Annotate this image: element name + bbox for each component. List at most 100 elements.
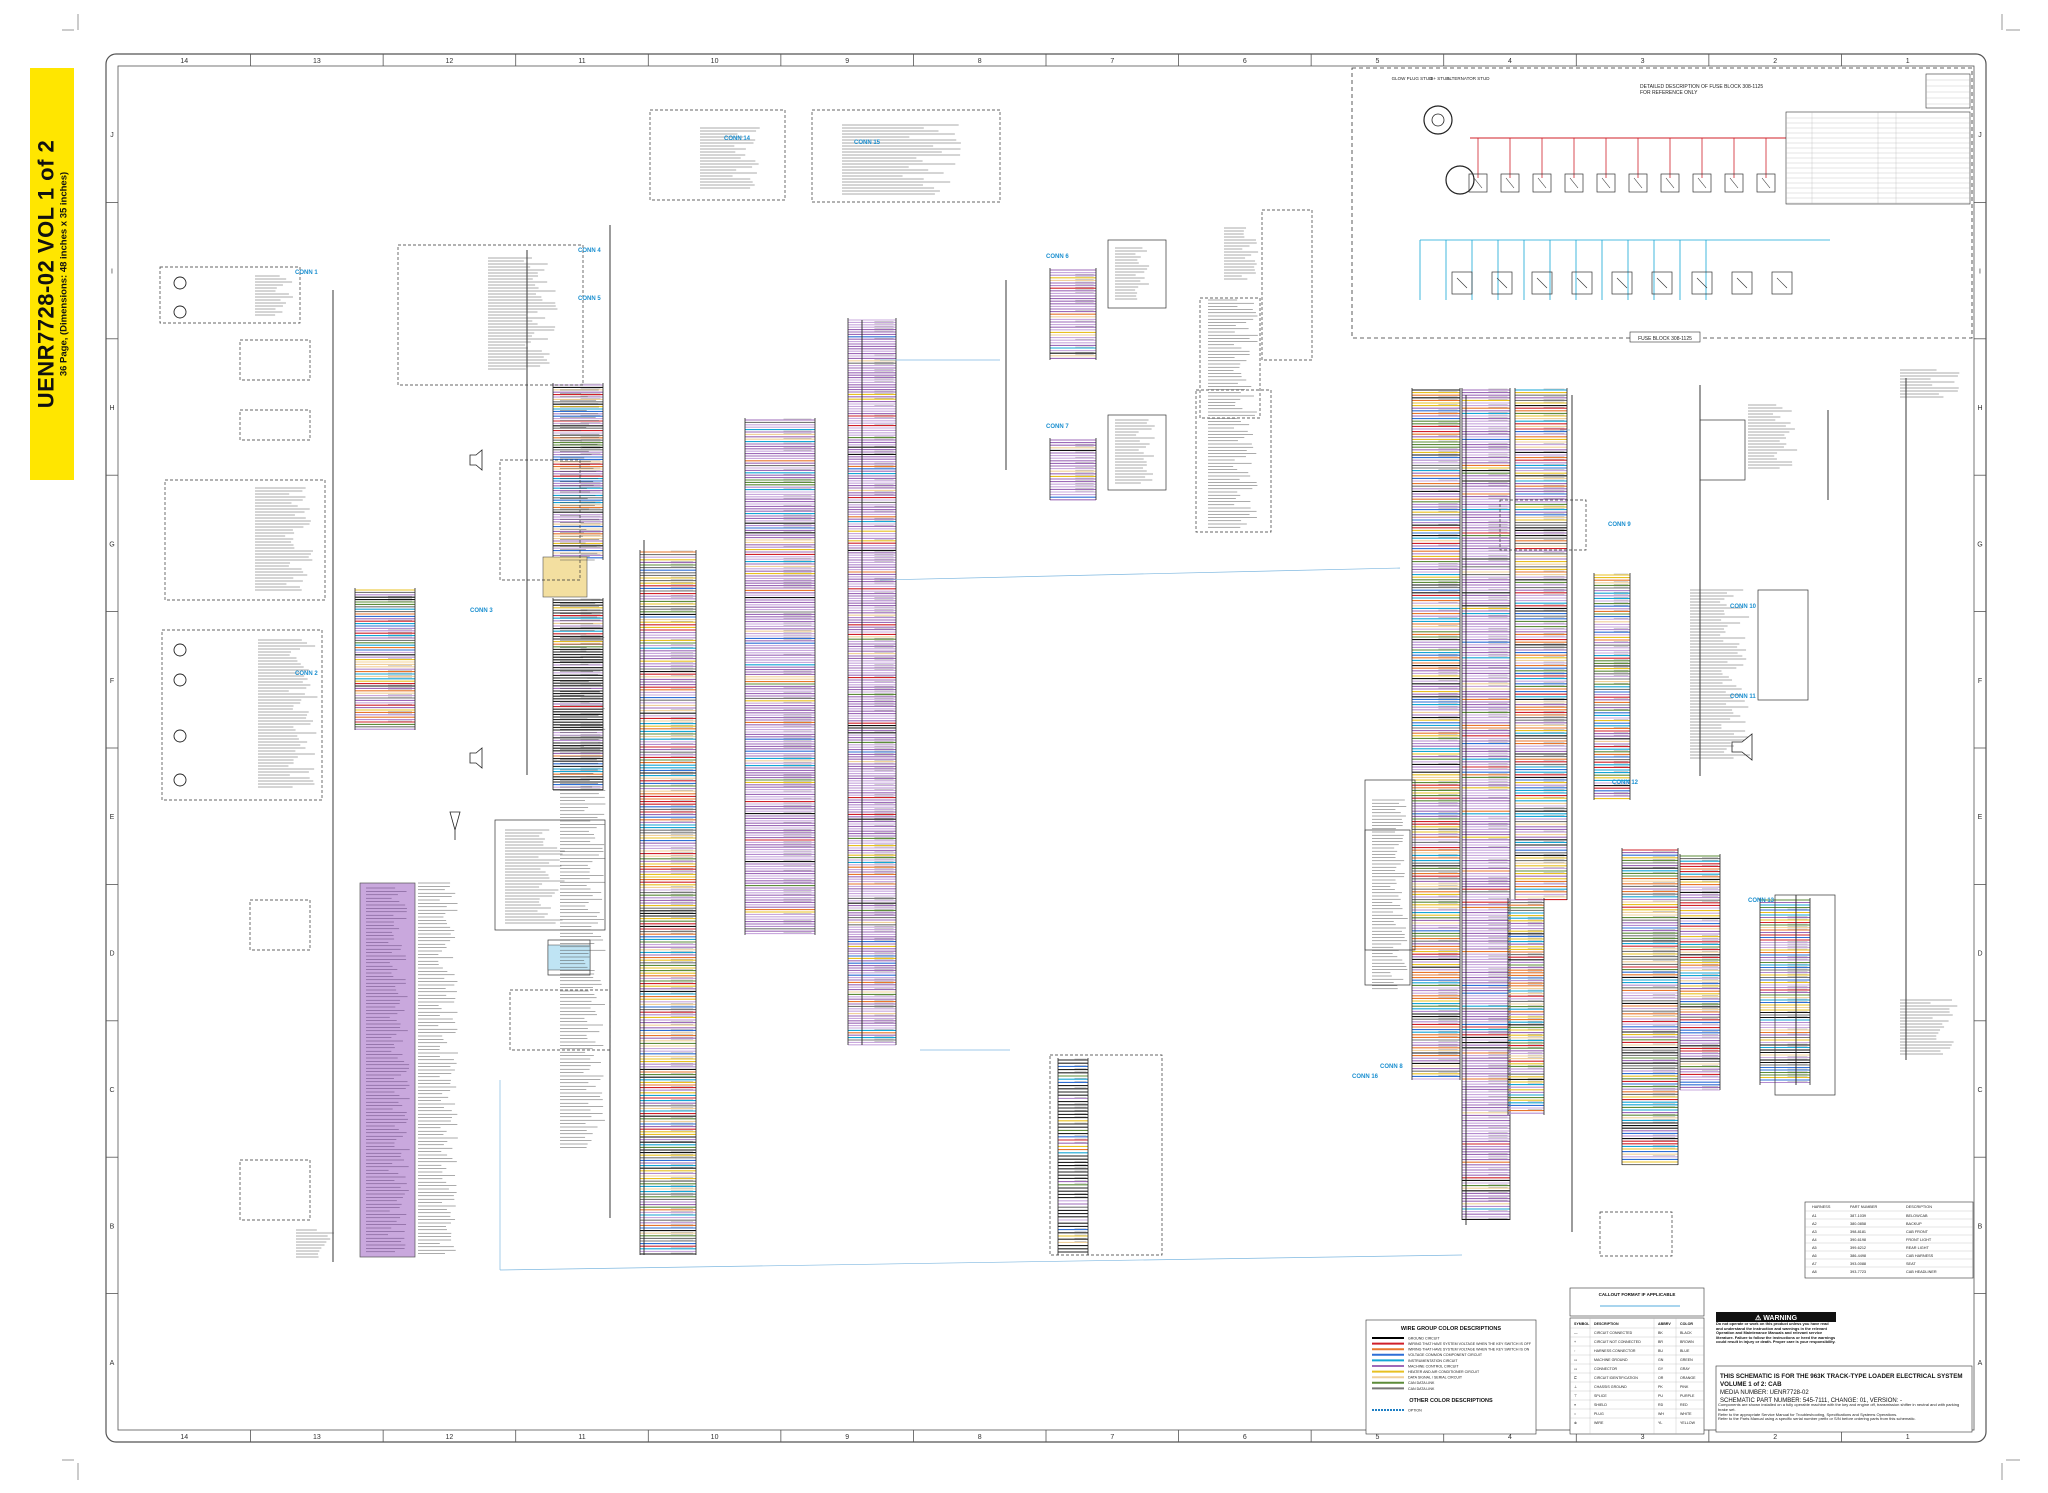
symbol-table-cell: ≡ bbox=[1574, 1403, 1576, 1407]
harness-column-4d bbox=[1507, 898, 1545, 1115]
harness-lines bbox=[332, 225, 1907, 1271]
wire-legend-title: WIRE GROUP COLOR DESCRIPTIONS bbox=[1401, 1326, 1501, 1332]
symbol-table-cell: HARNESS CONNECTOR bbox=[1594, 1349, 1636, 1353]
grid-row-label: I bbox=[1979, 269, 1981, 276]
purple-ecm-block bbox=[359, 882, 416, 1258]
harness-column-3c bbox=[1593, 573, 1631, 800]
callout-title: CALLOUT FORMAT IF APPLICABLE bbox=[1599, 1292, 1676, 1297]
harness-table-cell: 393-0088 bbox=[1850, 1262, 1866, 1266]
fuse-output-relay bbox=[1491, 271, 1513, 295]
conn-label-10: CONN 10 bbox=[1730, 604, 1757, 610]
relay-contact bbox=[1697, 177, 1707, 189]
grid-row-label: G bbox=[1977, 541, 1982, 548]
grid-row-label: E bbox=[1978, 814, 1983, 821]
component-box-2-1 bbox=[1699, 419, 1746, 481]
conn-label-13: CONN 13 bbox=[1748, 898, 1775, 904]
component-box-left-6 bbox=[249, 899, 311, 951]
grid-row-label: B bbox=[110, 1223, 115, 1230]
harness-table-cell: 380-0858 bbox=[1850, 1222, 1866, 1226]
wire-legend-text: DATA SIGNAL / SERIAL CIRCUIT bbox=[1408, 1376, 1463, 1380]
conn-label-1: CONN 1 bbox=[295, 270, 318, 276]
fuse-output-relay bbox=[1611, 271, 1633, 295]
harness-table-cell: 398-8181 bbox=[1850, 1230, 1866, 1234]
title-line-1: THIS SCHEMATIC IS FOR THE 963K TRACK-TYP… bbox=[1720, 1373, 1962, 1380]
pins-11-3 bbox=[505, 829, 565, 924]
symbol-table-cell: GN bbox=[1658, 1358, 1664, 1362]
fuse-output-relay bbox=[1571, 271, 1593, 295]
harness-h2: DESCRIPTION bbox=[1906, 1205, 1932, 1209]
grid-row-label: I bbox=[111, 269, 113, 276]
camera-option-box-1 bbox=[649, 109, 786, 201]
grid-column-label: 7 bbox=[1110, 1434, 1114, 1441]
harness-table-cell: 387-1039 bbox=[1850, 1214, 1866, 1218]
relay-contact bbox=[1729, 177, 1739, 189]
grid-row-label: H bbox=[1977, 405, 1982, 412]
relay-contact bbox=[1776, 277, 1788, 289]
grid-column-label: 4 bbox=[1508, 58, 1512, 65]
grid-column-label: 8 bbox=[978, 1434, 982, 1441]
harness-table-cell: FRONT LIGHT bbox=[1906, 1238, 1932, 1242]
wire-legend-text: WIRING THAT HAVE SYSTEM VOLTAGE WHEN THE… bbox=[1408, 1348, 1530, 1352]
symbol-table-header: DESCRIPTION bbox=[1594, 1322, 1619, 1326]
relay-contact bbox=[1456, 277, 1468, 289]
pins-1-top bbox=[1900, 369, 1960, 398]
conn-label-14: CONN 14 bbox=[724, 136, 751, 142]
connector-labels: CONN 1 CONN 2 CONN 3 CONN 4 CONN 5 CONN … bbox=[295, 136, 1775, 1080]
symbol-table-cell: YL bbox=[1658, 1421, 1662, 1425]
ecm-right-pins bbox=[418, 882, 458, 1254]
relay-contact bbox=[1473, 177, 1483, 189]
component-box-2-2 bbox=[1757, 589, 1809, 701]
harness-column-4c bbox=[1514, 388, 1568, 901]
harness-column-4b bbox=[1461, 388, 1511, 1220]
component-box-11-4 bbox=[509, 989, 611, 1051]
horn-symbol bbox=[1731, 733, 1753, 761]
harness-table-cell: 393-7723 bbox=[1850, 1270, 1866, 1274]
symbol-table-cell: ⊥ bbox=[1574, 1385, 1578, 1389]
grid-column-label: 14 bbox=[180, 58, 188, 65]
relay-contact bbox=[1656, 277, 1668, 289]
grid-row-label: D bbox=[109, 951, 114, 958]
harness-table-cell: SEAT bbox=[1906, 1262, 1916, 1266]
grid-column-label: 7 bbox=[1110, 58, 1114, 65]
grid-row-label: C bbox=[1977, 1087, 1982, 1094]
grid-column-label: 3 bbox=[1641, 58, 1645, 65]
harness-table-cell: A4 bbox=[1812, 1238, 1817, 1242]
symbol-table-cell: ▭ bbox=[1574, 1367, 1578, 1371]
relay-contact bbox=[1536, 277, 1548, 289]
harness-table-cell: CAB HEADLINER bbox=[1906, 1270, 1937, 1274]
harness-table-cell: 390-6198 bbox=[1850, 1238, 1866, 1242]
pins-col-11-top bbox=[560, 389, 600, 561]
fuse-relay bbox=[1532, 173, 1552, 193]
relay-contact bbox=[1576, 277, 1588, 289]
lamp-symbol bbox=[173, 276, 187, 290]
grid-row-label: E bbox=[110, 814, 115, 821]
symbol-table-header: SYMBOL bbox=[1574, 1322, 1590, 1326]
relay-contact bbox=[1496, 277, 1508, 289]
wire-legend-text: CAN DATA LINK bbox=[1408, 1381, 1435, 1385]
relay-contact bbox=[1505, 177, 1515, 189]
symbol-table-cell: — bbox=[1574, 1331, 1578, 1335]
relay-contact bbox=[1633, 177, 1643, 189]
wire-legend-text: GROUND CIRCUIT bbox=[1408, 1336, 1440, 1340]
symbol-table-cell: RED bbox=[1680, 1403, 1688, 1407]
grid-row-label: A bbox=[110, 1360, 115, 1367]
blue-module bbox=[547, 944, 591, 971]
svg-text:FOR REFERENCE ONLY: FOR REFERENCE ONLY bbox=[1640, 90, 1698, 96]
harness-column-3a bbox=[1621, 848, 1679, 1166]
cross-link bbox=[499, 1254, 1463, 1271]
callout-box: CALLOUT FORMAT IF APPLICABLE bbox=[1569, 1287, 1705, 1317]
conn-label-8: CONN 8 bbox=[1380, 1064, 1403, 1070]
symbol-table-cell: WHITE bbox=[1680, 1412, 1692, 1416]
symbol-table-cell: CIRCUIT IDENTIFICATION bbox=[1594, 1376, 1638, 1380]
symbol-table-cell: GY bbox=[1658, 1367, 1664, 1371]
component-box-left-2 bbox=[164, 479, 326, 601]
grid-row-label: J bbox=[1978, 132, 1982, 139]
relay-contact bbox=[1537, 177, 1547, 189]
symbol-table-cell: SHIELD bbox=[1594, 1403, 1607, 1407]
symbol-table-cell: ◦ bbox=[1574, 1349, 1576, 1353]
pins-7-2 bbox=[1115, 419, 1155, 484]
grid-row-label: G bbox=[109, 541, 114, 548]
grid-row-label: F bbox=[1978, 678, 1982, 685]
